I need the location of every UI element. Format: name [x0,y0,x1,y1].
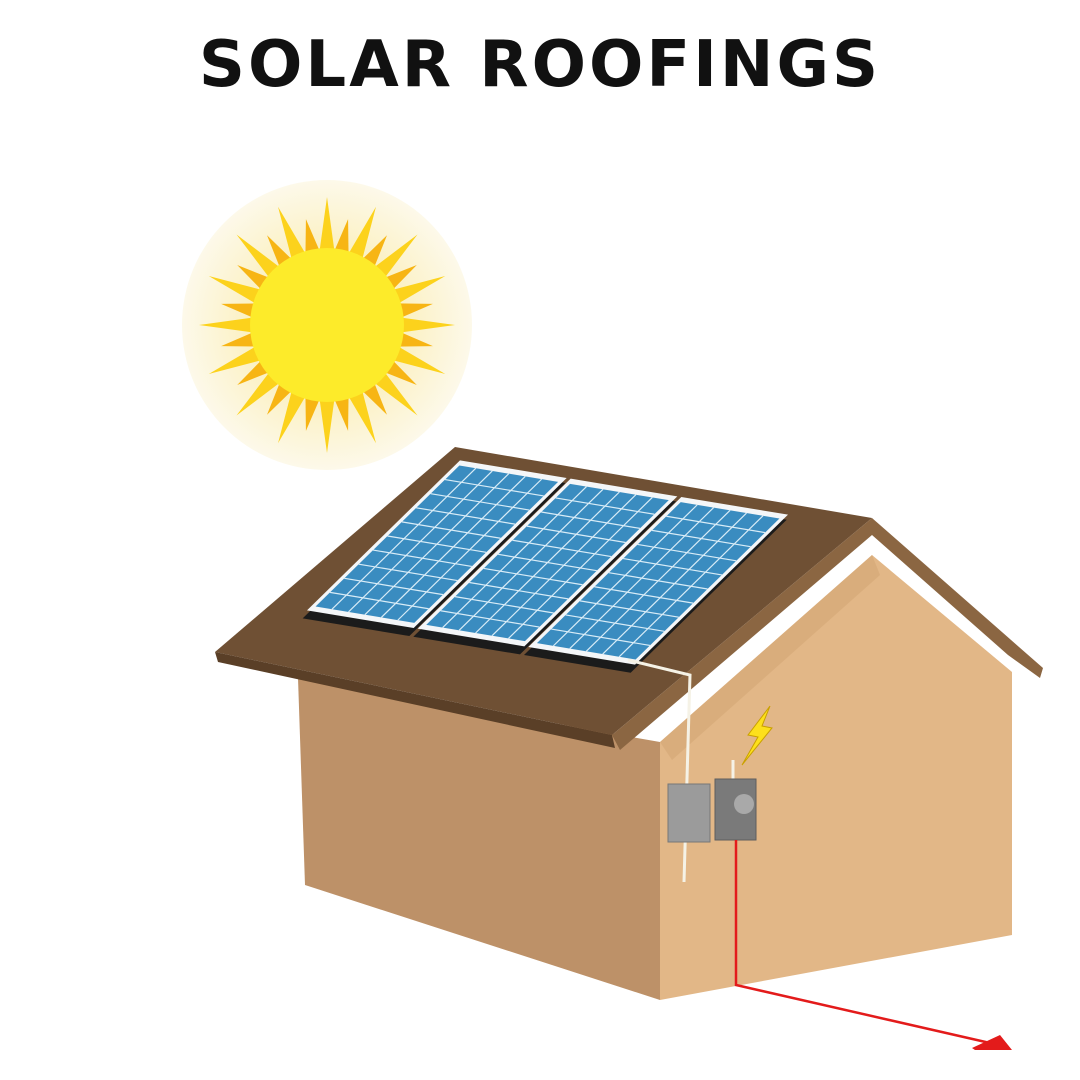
panel-grid-line [666,516,765,532]
sun-ray [319,197,335,254]
house-side-wall [298,678,660,1000]
sun-ray [333,393,349,431]
panel-grid-line [416,508,515,524]
sun-ray [395,331,433,347]
roof-eave-edge [215,652,615,748]
panel-grid-line [441,611,540,627]
panel-grid-line [344,578,443,594]
sun-ray [395,303,433,319]
panel-grid-line [498,554,597,570]
panel-grid-line [652,530,751,546]
panel-grid-line [541,512,640,528]
sun-ray [199,317,256,333]
lightning-bolt-icon [741,705,773,766]
sun-ray [390,276,446,305]
sun-ray [333,219,349,257]
panel-grid-line [566,615,665,631]
sun-ray [305,393,321,431]
sun-ray [221,331,259,347]
panel-grid-line [484,568,583,584]
grid-output-wire [734,840,991,1045]
sun-ray [372,370,418,416]
sun-ray [236,370,282,416]
roof-fascia [612,518,1043,750]
sun-ray [347,206,376,262]
sun-rays [199,197,455,453]
panel-grid-line [445,480,544,496]
sun-ray [208,345,264,374]
sun-ray [208,276,264,305]
panel-grid-line [513,540,612,556]
sun-ray [319,396,335,453]
panel-grid-line [455,597,554,613]
gable-shadow [660,555,880,760]
panel-grid-line [387,536,486,552]
panel-grid-line [359,564,458,580]
sun-ray [347,388,376,444]
panel-grid-line [373,550,472,566]
panel-grid-line [638,544,737,560]
sun-icon [182,180,472,470]
panel-grid-line [594,587,693,603]
solar-panels [299,460,791,672]
page-title: SOLAR ROOFINGS [198,28,882,102]
inverter-box [667,783,711,843]
panel-grid-line [527,526,626,542]
sun-ray [398,317,455,333]
panel-grid-line [431,494,530,510]
meter-dial [734,794,754,814]
panel-grid-line [551,629,650,645]
panel-grid-line [330,592,429,608]
sun-ray [372,234,418,280]
sun-core [250,248,404,402]
panel-grid-line [402,522,501,538]
panel-grid-line [556,498,655,514]
panel-grid-line [469,583,568,599]
sun-ray [221,303,259,319]
arrow-head-icon [972,1035,1012,1050]
sun-ray [278,206,307,262]
sun-ray [236,234,282,280]
sun-ray [390,345,446,374]
panel-grid-line [580,601,679,617]
sun-ray [305,219,321,257]
sun-ray [278,388,307,444]
panel-grid-line [609,573,708,589]
panel-grid-line [623,559,722,575]
